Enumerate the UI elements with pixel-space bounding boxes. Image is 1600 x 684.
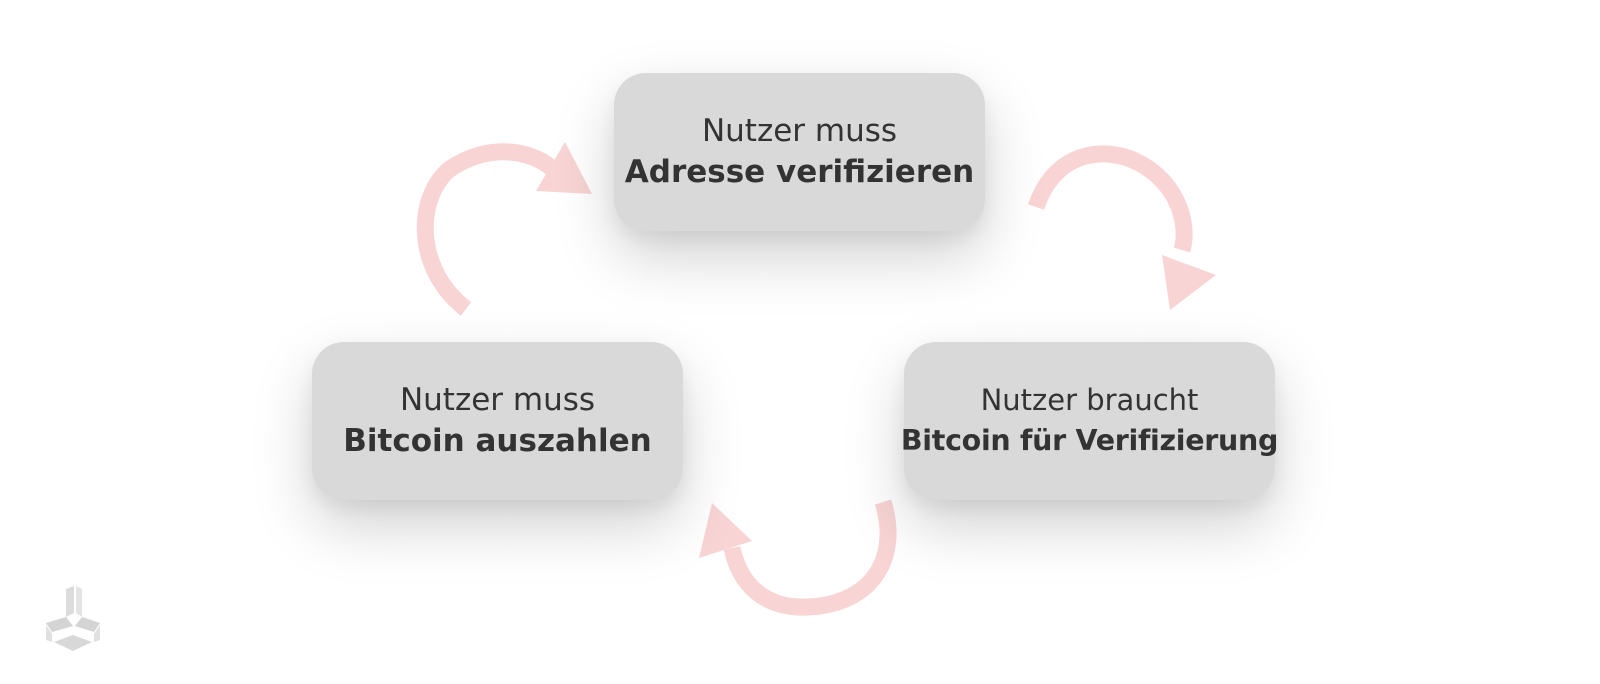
node-bitcoin-fuer-verifizierung: Nutzer braucht Bitcoin für Verifizierung bbox=[900, 342, 1279, 500]
node-right-line2: Bitcoin für Verifizierung bbox=[900, 424, 1279, 457]
arrow-left-to-top bbox=[416, 142, 592, 316]
node-left-line2: Bitcoin auszahlen bbox=[343, 423, 652, 459]
node-bitcoin-auszahlen: Nutzer muss Bitcoin auszahlen bbox=[312, 342, 683, 500]
arrow-right-to-left bbox=[699, 499, 897, 616]
node-right-line1: Nutzer braucht bbox=[980, 383, 1199, 417]
node-adresse-verifizieren: Nutzer muss Adresse verifizieren bbox=[614, 73, 985, 231]
stacked-blocks-logo-icon bbox=[46, 586, 100, 651]
node-left-line1: Nutzer muss bbox=[399, 382, 596, 418]
node-top-line1: Nutzer muss bbox=[701, 113, 898, 149]
node-top-line2: Adresse verifizieren bbox=[624, 154, 975, 190]
arrow-top-to-right bbox=[1027, 145, 1216, 310]
